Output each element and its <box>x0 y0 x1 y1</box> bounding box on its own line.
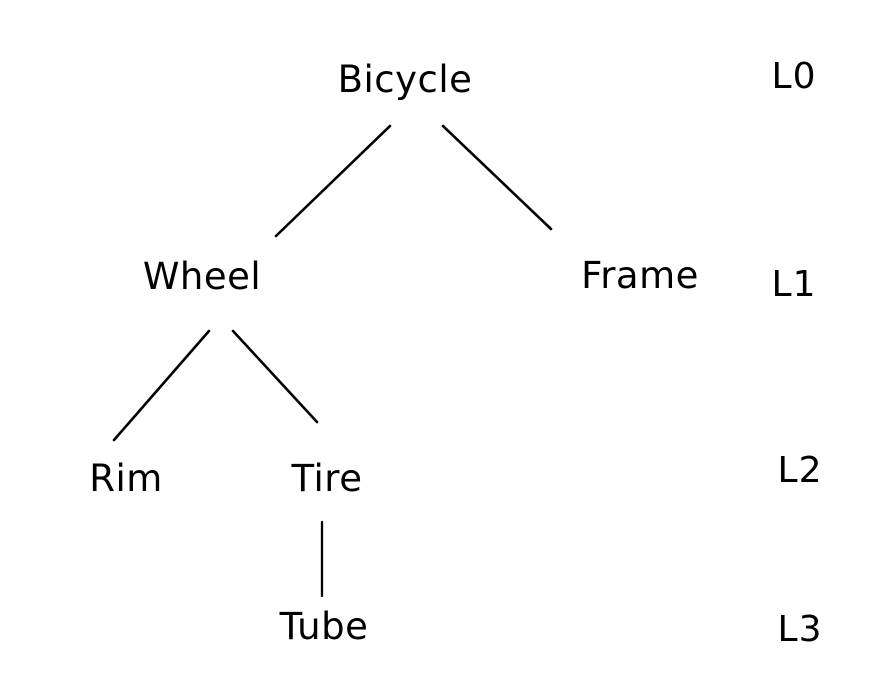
edge-bicycle-wheel <box>274 124 392 238</box>
node-frame[interactable]: Frame <box>581 254 699 297</box>
edge-wheel-rim <box>112 329 211 442</box>
edge-wheel-tire <box>231 329 319 424</box>
node-rim[interactable]: Rim <box>89 457 163 500</box>
node-wheel[interactable]: Wheel <box>142 255 262 298</box>
level-label-l0: L0 <box>771 56 817 97</box>
level-label-l1: L1 <box>771 264 817 305</box>
level-label-l2: L2 <box>777 450 823 491</box>
node-tire[interactable]: Tire <box>291 457 363 500</box>
edge-bicycle-frame <box>441 124 553 231</box>
node-bicycle[interactable]: Bicycle <box>337 58 473 101</box>
level-label-l3: L3 <box>777 609 823 650</box>
node-tube[interactable]: Tube <box>279 605 369 648</box>
